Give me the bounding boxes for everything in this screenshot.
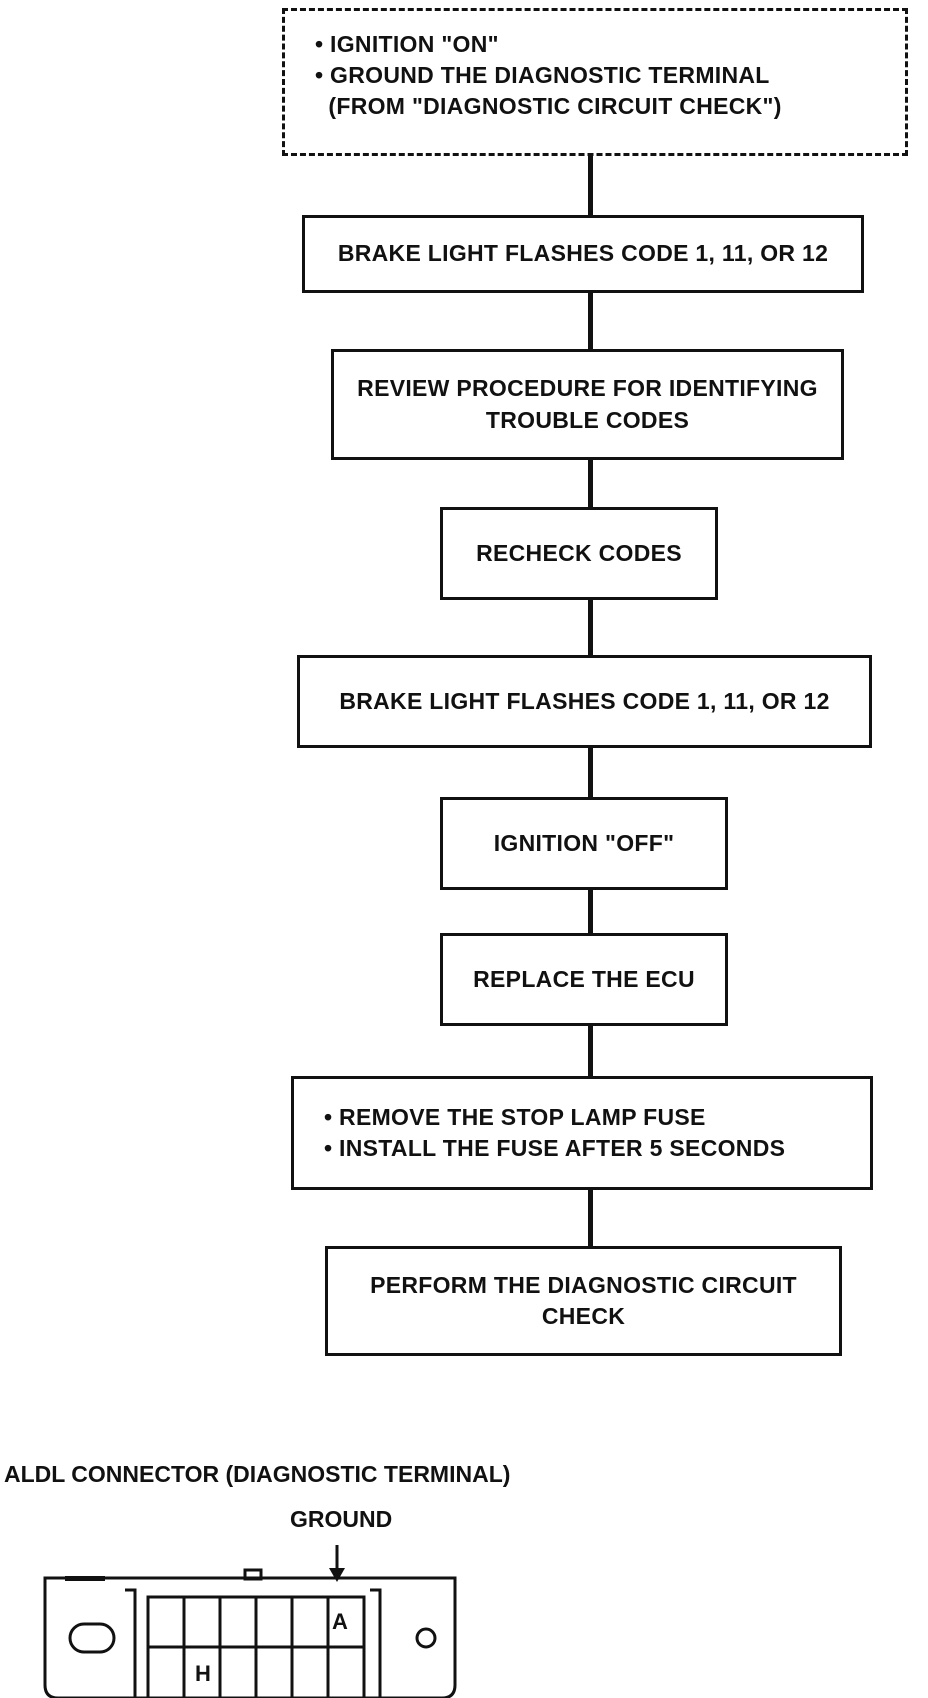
connector-line-2 xyxy=(588,293,593,350)
step-9-line-2: CHECK xyxy=(541,1303,626,1329)
step-3-line-2: TROUBLE CODES xyxy=(485,406,690,433)
connector-line-8 xyxy=(588,1190,593,1247)
connector-line-7 xyxy=(588,1026,593,1077)
connector-caption: ALDL CONNECTOR (DIAGNOSTIC TERMINAL) xyxy=(4,1461,511,1487)
step-3-line-1: REVIEW PROCEDURE FOR IDENTIFYING xyxy=(357,375,818,402)
connector-line-3 xyxy=(588,460,593,508)
step-8-line-1: • REMOVE THE STOP LAMP FUSE xyxy=(324,1103,706,1130)
step-7-box: REPLACE THE ECU xyxy=(440,933,728,1026)
connector-top-tab xyxy=(243,1568,263,1581)
step-1-line-2: • GROUND THE DIAGNOSTIC TERMINAL xyxy=(315,62,770,89)
step-9-box: PERFORM THE DIAGNOSTIC CIRCUIT CHECK xyxy=(325,1246,842,1356)
step-2-box: BRAKE LIGHT FLASHES CODE 1, 11, OR 12 xyxy=(302,215,864,293)
ground-label: GROUND xyxy=(290,1506,393,1532)
left-mounting-slot xyxy=(68,1622,116,1654)
connector-line-4 xyxy=(588,600,593,656)
step-1-box: • IGNITION "ON" • GROUND THE DIAGNOSTIC … xyxy=(282,8,908,156)
step-3-box: REVIEW PROCEDURE FOR IDENTIFYING TROUBLE… xyxy=(331,349,844,460)
step-6-box: IGNITION "OFF" xyxy=(440,797,728,890)
connector-line-5 xyxy=(588,748,593,798)
aldl-connector-drawing: A H xyxy=(43,1545,457,1698)
step-1-line-3: (FROM "DIAGNOSTIC CIRCUIT CHECK") xyxy=(315,93,782,120)
step-6-line-1: IGNITION "OFF" xyxy=(493,829,675,856)
step-1-line-1: • IGNITION "ON" xyxy=(315,31,499,57)
step-8-box: • REMOVE THE STOP LAMP FUSE • INSTALL TH… xyxy=(291,1076,873,1190)
connector-line-1 xyxy=(588,156,593,216)
connector-line-6 xyxy=(588,890,593,934)
pin-a-label: A xyxy=(332,1609,348,1634)
step-9-line-1: PERFORM THE DIAGNOSTIC CIRCUIT xyxy=(370,1271,797,1298)
step-5-box: BRAKE LIGHT FLASHES CODE 1, 11, OR 12 xyxy=(297,655,872,748)
step-5-line-1: BRAKE LIGHT FLASHES CODE 1, 11, OR 12 xyxy=(339,687,830,714)
step-8-line-2: • INSTALL THE FUSE AFTER 5 SECONDS xyxy=(324,1135,786,1161)
right-mounting-hole xyxy=(415,1627,437,1649)
step-4-box: RECHECK CODES xyxy=(440,507,718,600)
connector-housing xyxy=(43,1576,457,1698)
step-4-line-1: RECHECK CODES xyxy=(476,539,682,566)
ground-arrow-head xyxy=(329,1568,345,1582)
pin-h-label: H xyxy=(195,1661,211,1686)
step-7-line-1: REPLACE THE ECU xyxy=(473,965,695,992)
step-2-line-1: BRAKE LIGHT FLASHES CODE 1, 11, OR 12 xyxy=(337,240,829,267)
housing-top-left-detail xyxy=(65,1576,105,1581)
